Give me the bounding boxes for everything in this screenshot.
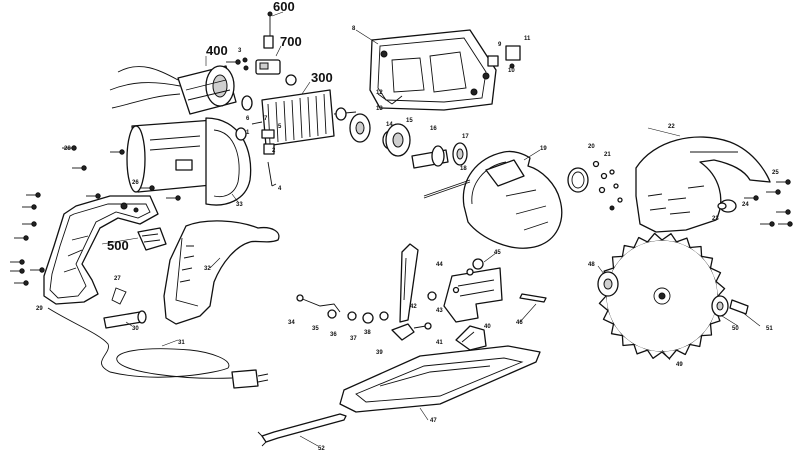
callout-42: 42	[410, 304, 417, 310]
callout-36: 36	[330, 332, 337, 338]
callout-20: 20	[588, 144, 595, 150]
callout-18: 18	[460, 166, 467, 172]
part-wrench-52	[257, 413, 347, 447]
callout-26: 26	[132, 180, 139, 186]
part-cover-32	[163, 220, 280, 325]
callout-52: 52	[318, 446, 325, 452]
callout-11: 11	[524, 36, 531, 42]
callout-31: 31	[178, 340, 185, 346]
callout-700: 700	[280, 34, 302, 49]
callout-47: 47	[430, 418, 437, 424]
callout-30: 30	[132, 326, 139, 332]
callout-16: 16	[430, 126, 437, 132]
part-depth-bracket-42	[399, 243, 419, 323]
part-trigger-500	[137, 227, 167, 251]
callout-17: 17	[462, 134, 469, 140]
callout-46: 46	[516, 320, 523, 326]
part-brush-cap-group	[487, 45, 521, 69]
callout-38: 38	[364, 330, 371, 336]
callout-29: 29	[36, 306, 43, 312]
callout-51: 51	[766, 326, 773, 332]
callout-14: 14	[386, 122, 393, 128]
callout-1: 1	[246, 130, 250, 136]
part-bevel-bracket-40	[427, 258, 503, 323]
part-brush-parts-group	[235, 127, 277, 187]
part-switch-700	[242, 57, 281, 75]
callout-13: 13	[376, 106, 383, 112]
part-motor-case-33	[126, 117, 252, 206]
part-cord-31	[47, 307, 269, 389]
callout-49: 49	[676, 362, 683, 368]
callout-44: 44	[436, 262, 443, 268]
part-lower-guard-19	[423, 150, 563, 249]
callout-15: 15	[406, 118, 413, 124]
callout-27: 27	[114, 276, 121, 282]
callout-2: 2	[272, 148, 276, 154]
part-shoe-base-47	[339, 325, 541, 413]
callout-8: 8	[352, 26, 356, 32]
callout-25: 25	[772, 170, 779, 176]
callout-22: 22	[668, 124, 675, 130]
callout-9: 9	[498, 42, 502, 48]
part-gear-train	[349, 113, 468, 169]
callout-39: 39	[376, 350, 383, 356]
callout-23: 23	[712, 216, 719, 222]
part-flanges	[597, 271, 749, 317]
callout-21: 21	[604, 152, 611, 158]
part-upper-guard-22	[635, 136, 771, 233]
callout-41: 41	[436, 340, 443, 346]
callout-28: 28	[64, 146, 71, 152]
callout-5: 5	[278, 124, 282, 130]
callout-500: 500	[107, 238, 129, 253]
callout-24: 24	[742, 202, 749, 208]
callout-12: 12	[376, 90, 383, 96]
part-saw-blade-49	[598, 232, 726, 360]
part-brush-holder-600	[263, 11, 274, 49]
part-lever-parts	[296, 294, 432, 341]
callout-33: 33	[236, 202, 243, 208]
leader-lines	[101, 11, 761, 447]
callout-10: 10	[508, 68, 515, 74]
callout-6: 6	[246, 116, 250, 122]
part-strain-relief-30	[103, 287, 147, 329]
callout-37: 37	[350, 336, 357, 342]
callout-50: 50	[732, 326, 739, 332]
part-spring-washers	[567, 160, 623, 211]
part-pin-46	[519, 293, 547, 303]
callout-400: 400	[206, 43, 228, 58]
callout-3: 3	[238, 48, 242, 54]
callout-40: 40	[484, 324, 491, 330]
callout-45: 45	[494, 250, 501, 256]
callout-48: 48	[588, 262, 595, 268]
part-screws-right	[744, 179, 793, 227]
callout-600: 600	[273, 0, 295, 14]
callout-4: 4	[278, 186, 282, 192]
part-field-coil-400	[109, 65, 253, 115]
callout-300: 300	[311, 70, 333, 85]
part-pin-12	[377, 93, 403, 105]
callout-34: 34	[288, 320, 295, 326]
callout-32: 32	[204, 266, 211, 272]
callout-19: 19	[540, 146, 547, 152]
callout-35: 35	[312, 326, 319, 332]
callout-43: 43	[436, 308, 443, 314]
part-handle-housing-29	[43, 195, 159, 305]
part-screws-left	[10, 59, 241, 286]
callout-7: 7	[264, 116, 268, 122]
part-motor-housing-8	[369, 29, 497, 111]
